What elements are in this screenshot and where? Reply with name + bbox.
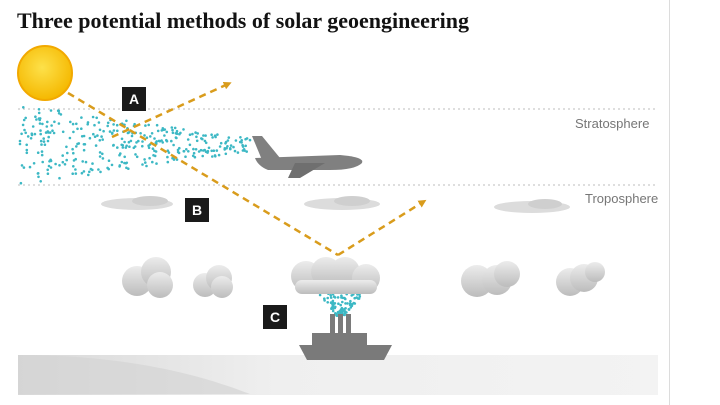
frame-edge: [669, 0, 670, 405]
high-wispy-clouds: [101, 196, 570, 213]
cloud-icon: [122, 257, 173, 298]
cloud-icon: [193, 265, 233, 298]
ground: [18, 355, 658, 395]
low-clouds: [122, 257, 605, 298]
reflected-ray-c: [337, 199, 427, 257]
troposphere-label: Troposphere: [585, 191, 659, 206]
incoming-sunlight-ray: [67, 91, 339, 257]
cloud-icon: [291, 257, 380, 294]
aircraft-icon: [252, 136, 363, 178]
cloud-icon: [556, 262, 605, 296]
marine-cloud-spray-plume: [318, 290, 362, 318]
stratospheric-aerosol-plume: [18, 106, 252, 185]
cloud-icon: [461, 261, 520, 297]
stratosphere-label: Stratosphere: [575, 116, 650, 131]
method-c-marker: C: [263, 305, 287, 329]
reflected-ray-a: [111, 82, 232, 139]
ship-icon: [299, 314, 392, 360]
sunlight-rays: [67, 82, 427, 257]
method-a-marker: A: [122, 87, 146, 111]
sun-icon: [17, 45, 73, 101]
diagram-title: Three potential methods of solar geoengi…: [17, 8, 469, 33]
method-b-marker: B: [185, 198, 209, 222]
